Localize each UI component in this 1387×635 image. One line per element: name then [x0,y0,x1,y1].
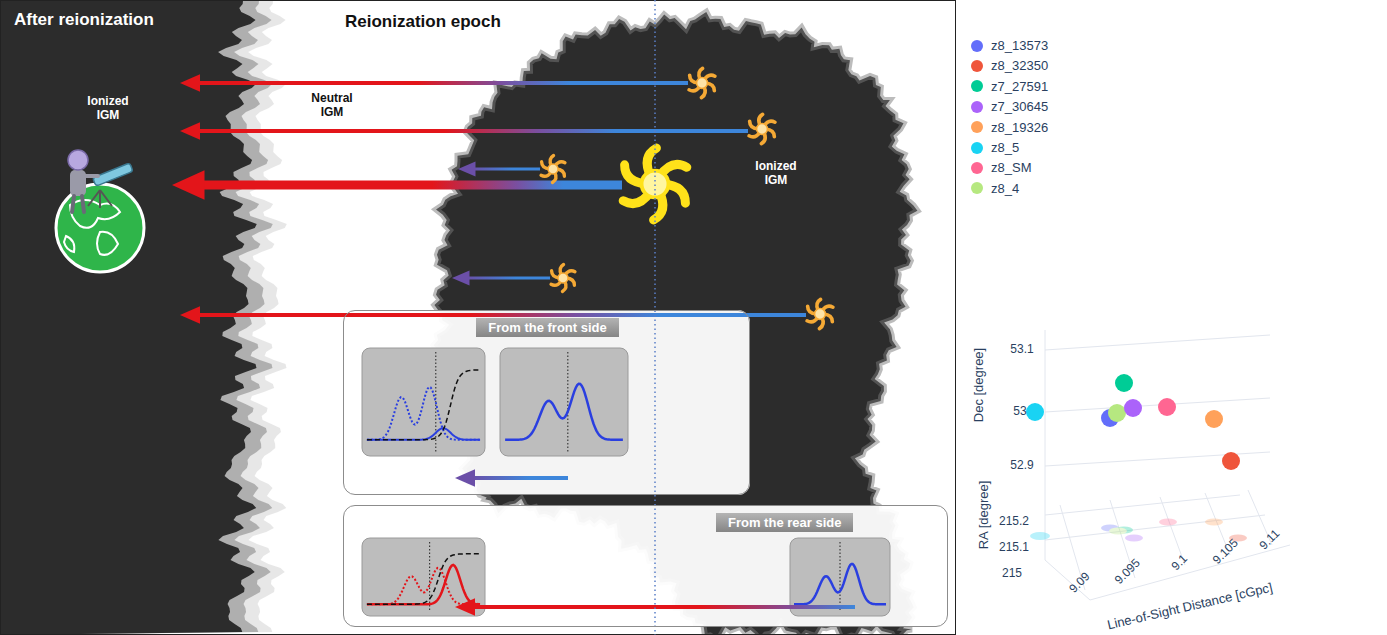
axis-title: Dec [degree] [972,348,987,422]
legend-entry: z7_30645 [971,99,1048,114]
spectrum-panel [790,538,890,616]
inset-heading: From the front side [476,318,618,337]
region-label: Neutral IGM [300,92,364,120]
tick-label: 215.2 [999,515,1029,529]
legend-swatch [971,162,983,174]
legend-entry: z8_13573 [971,38,1048,53]
legend-swatch [971,121,983,133]
galaxies [541,68,833,328]
centre-line [654,0,656,635]
spectrum-panel [500,348,628,456]
tick-label: 215 [1002,567,1022,581]
tick-label: 9.09 [1067,570,1093,596]
legend-text: z8_5 [991,140,1019,155]
legend-entry: z8_4 [971,181,1019,196]
legend-entry: z7_27591 [971,79,1048,94]
tick-label: 9.105 [1211,537,1242,568]
galaxy [541,156,565,183]
region-label: Ionized IGM [744,160,808,188]
legend-entry: z8_32350 [971,58,1048,73]
spectrum-panel [362,538,485,616]
legend-swatch [971,142,983,154]
tick-label: 9.11 [1257,527,1283,553]
legend-text: z8_19326 [991,120,1048,135]
tick-label: 52.9 [1010,459,1033,473]
legend-text: z7_30645 [991,99,1048,114]
tick-label: 215.1 [999,541,1029,555]
inset-ground [343,505,948,627]
tick-label: 9.1 [1169,552,1191,574]
legend-entry: z8_5 [971,140,1019,155]
legend-text: z8_32350 [991,58,1048,73]
light-ray [180,74,688,92]
galaxy [807,299,833,328]
galaxy [551,265,575,292]
legend-swatch [971,80,983,92]
earth-observer [56,150,144,272]
legend-swatch [971,182,983,194]
legend-text: z7_27591 [991,79,1048,94]
light-ray [455,469,568,487]
spectrum-panel [362,348,485,456]
scatter-3d [1026,330,1290,600]
legend-entry: z8_SM [971,160,1031,175]
tick-label: 53 [1013,405,1026,419]
tick-label: 53.1 [1010,343,1033,357]
inset-heading: From the rear side [716,513,853,532]
axis-title: Line-of-Sight Distance [cGpc] [1106,581,1274,634]
inset-box: From the front side [343,310,750,495]
spectra [362,348,890,616]
legend-swatch [971,60,983,72]
region-label: Ionized IGM [76,95,140,123]
panel-title: Reionization epoch [345,12,501,32]
tick-label: 9.095 [1113,557,1144,588]
legend-text: z8_4 [991,181,1019,196]
light-ray [452,270,550,285]
inset-box: From the rear side [343,505,948,627]
light-ray [172,170,622,200]
legend-entry: z8_19326 [971,120,1048,135]
ionized-region [0,0,273,635]
inset-grounds [343,310,948,627]
ionized-region [0,0,257,635]
panel-frame [1,1,956,635]
galaxy [749,114,775,143]
legend-swatch [971,101,983,113]
light-rays [172,74,855,616]
legend-swatch [971,40,983,52]
axis-title: RA [degree] [977,481,992,550]
inset-ground [343,310,750,495]
legend-text: z8_13573 [991,38,1048,53]
legend-text: z8_SM [991,160,1031,175]
galaxy [689,68,715,97]
light-ray [180,122,748,140]
ionized-region [0,0,287,635]
panel-title: After reionization [14,10,154,30]
light-ray [458,161,540,176]
